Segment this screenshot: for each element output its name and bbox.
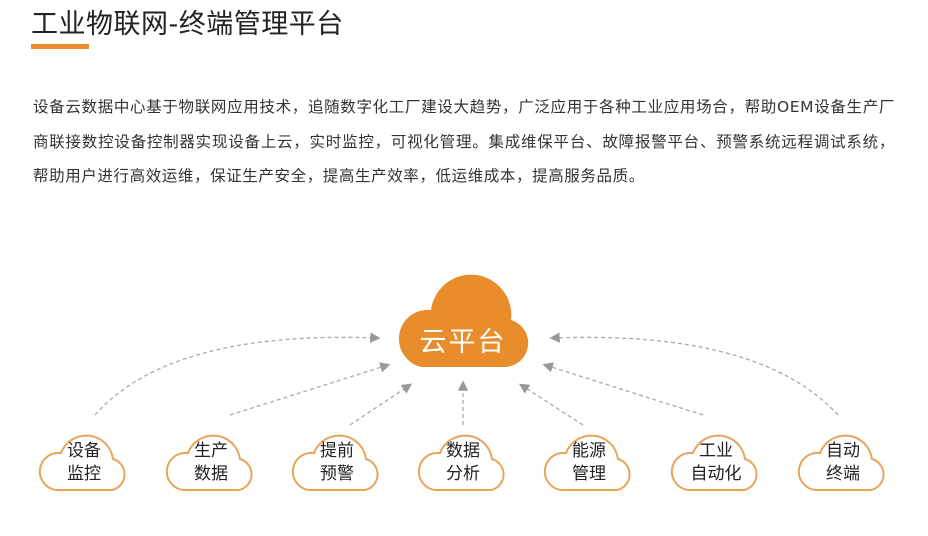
cloud-node: 能源管理 bbox=[543, 428, 635, 492]
node-label-line1: 生产 bbox=[194, 441, 228, 461]
node-label-line1: 能源 bbox=[572, 441, 606, 461]
cloud-platform: 云平台 bbox=[393, 270, 533, 370]
arrow-7 bbox=[549, 332, 839, 416]
cloud-node: 自动终端 bbox=[797, 428, 889, 492]
arrow-2 bbox=[229, 362, 391, 416]
cloud-node: 工业自动化 bbox=[670, 428, 762, 492]
node-label-line2: 管理 bbox=[572, 464, 606, 484]
node-label-line1: 工业 bbox=[699, 441, 733, 461]
node-label-line1: 提前 bbox=[320, 441, 354, 461]
node-label-line1: 数据 bbox=[446, 441, 480, 461]
cloud-node: 生产数据 bbox=[165, 428, 257, 492]
node-label-line2: 自动化 bbox=[690, 464, 742, 484]
description: 设备云数据中心基于物联网应用技术，追随数字化工厂建设大趋势，广泛应用于各种工业应… bbox=[33, 98, 895, 185]
page-title: 工业物联网-终端管理平台 bbox=[31, 9, 344, 40]
node-label-line2: 终端 bbox=[826, 464, 860, 484]
title-underline bbox=[31, 44, 89, 49]
node-label-line1: 设备 bbox=[67, 441, 101, 461]
cloud-node: 提前预警 bbox=[291, 428, 383, 492]
node-label-line2: 分析 bbox=[446, 464, 480, 484]
node-label-line1: 自动 bbox=[826, 441, 860, 461]
cloud-node: 数据分析 bbox=[417, 428, 509, 492]
node-label-line2: 预警 bbox=[320, 464, 354, 484]
arrow-6 bbox=[542, 362, 704, 416]
arrow-5 bbox=[518, 383, 584, 426]
node-label-line2: 数据 bbox=[194, 464, 228, 484]
cloud-node: 设备监控 bbox=[38, 428, 130, 492]
platform-label: 云平台 bbox=[419, 327, 507, 358]
arrow-3 bbox=[349, 383, 413, 426]
node-label-line2: 监控 bbox=[67, 464, 101, 484]
arrow-1 bbox=[94, 332, 381, 416]
